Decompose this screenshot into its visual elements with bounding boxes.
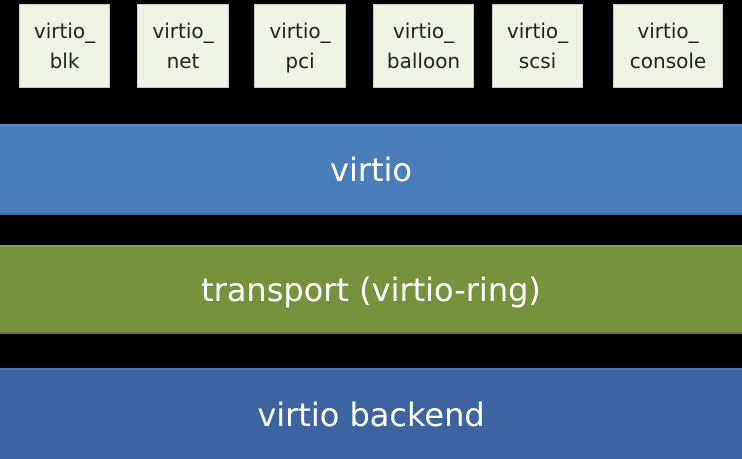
driver-label-line2: blk: [49, 49, 80, 73]
driver-label-line2: console: [629, 49, 707, 73]
driver-box-virtio-console: virtio_ console: [613, 4, 723, 88]
driver-box-virtio-scsi: virtio_ scsi: [492, 4, 583, 88]
driver-label-line1: virtio_: [506, 19, 569, 43]
driver-label-line1: virtio_: [637, 19, 699, 43]
driver-label-line2: scsi: [518, 49, 557, 73]
driver-box-virtio-blk: virtio_ blk: [19, 4, 110, 88]
transport-layer: transport (virtio-ring): [0, 245, 742, 334]
transport-layer-label: transport (virtio-ring): [201, 270, 541, 309]
driver-label-line2: pci: [285, 49, 315, 73]
virtio-layer: virtio: [0, 124, 742, 215]
driver-box-virtio-balloon: virtio_ balloon: [373, 4, 474, 88]
driver-label-line1: virtio_: [33, 19, 96, 43]
driver-box-virtio-net: virtio_ net: [137, 4, 229, 88]
driver-label-line2: balloon: [386, 49, 461, 73]
driver-label-line1: virtio_: [392, 19, 455, 43]
driver-box-virtio-pci: virtio_ pci: [254, 4, 346, 88]
virtio-backend-layer: virtio backend: [0, 368, 742, 459]
virtio-backend-layer-label: virtio backend: [257, 395, 485, 434]
virtio-layer-label: virtio: [330, 150, 412, 189]
driver-label-line1: virtio_: [152, 19, 214, 43]
driver-label-line1: virtio_: [269, 19, 331, 43]
driver-label-line2: net: [166, 49, 200, 73]
